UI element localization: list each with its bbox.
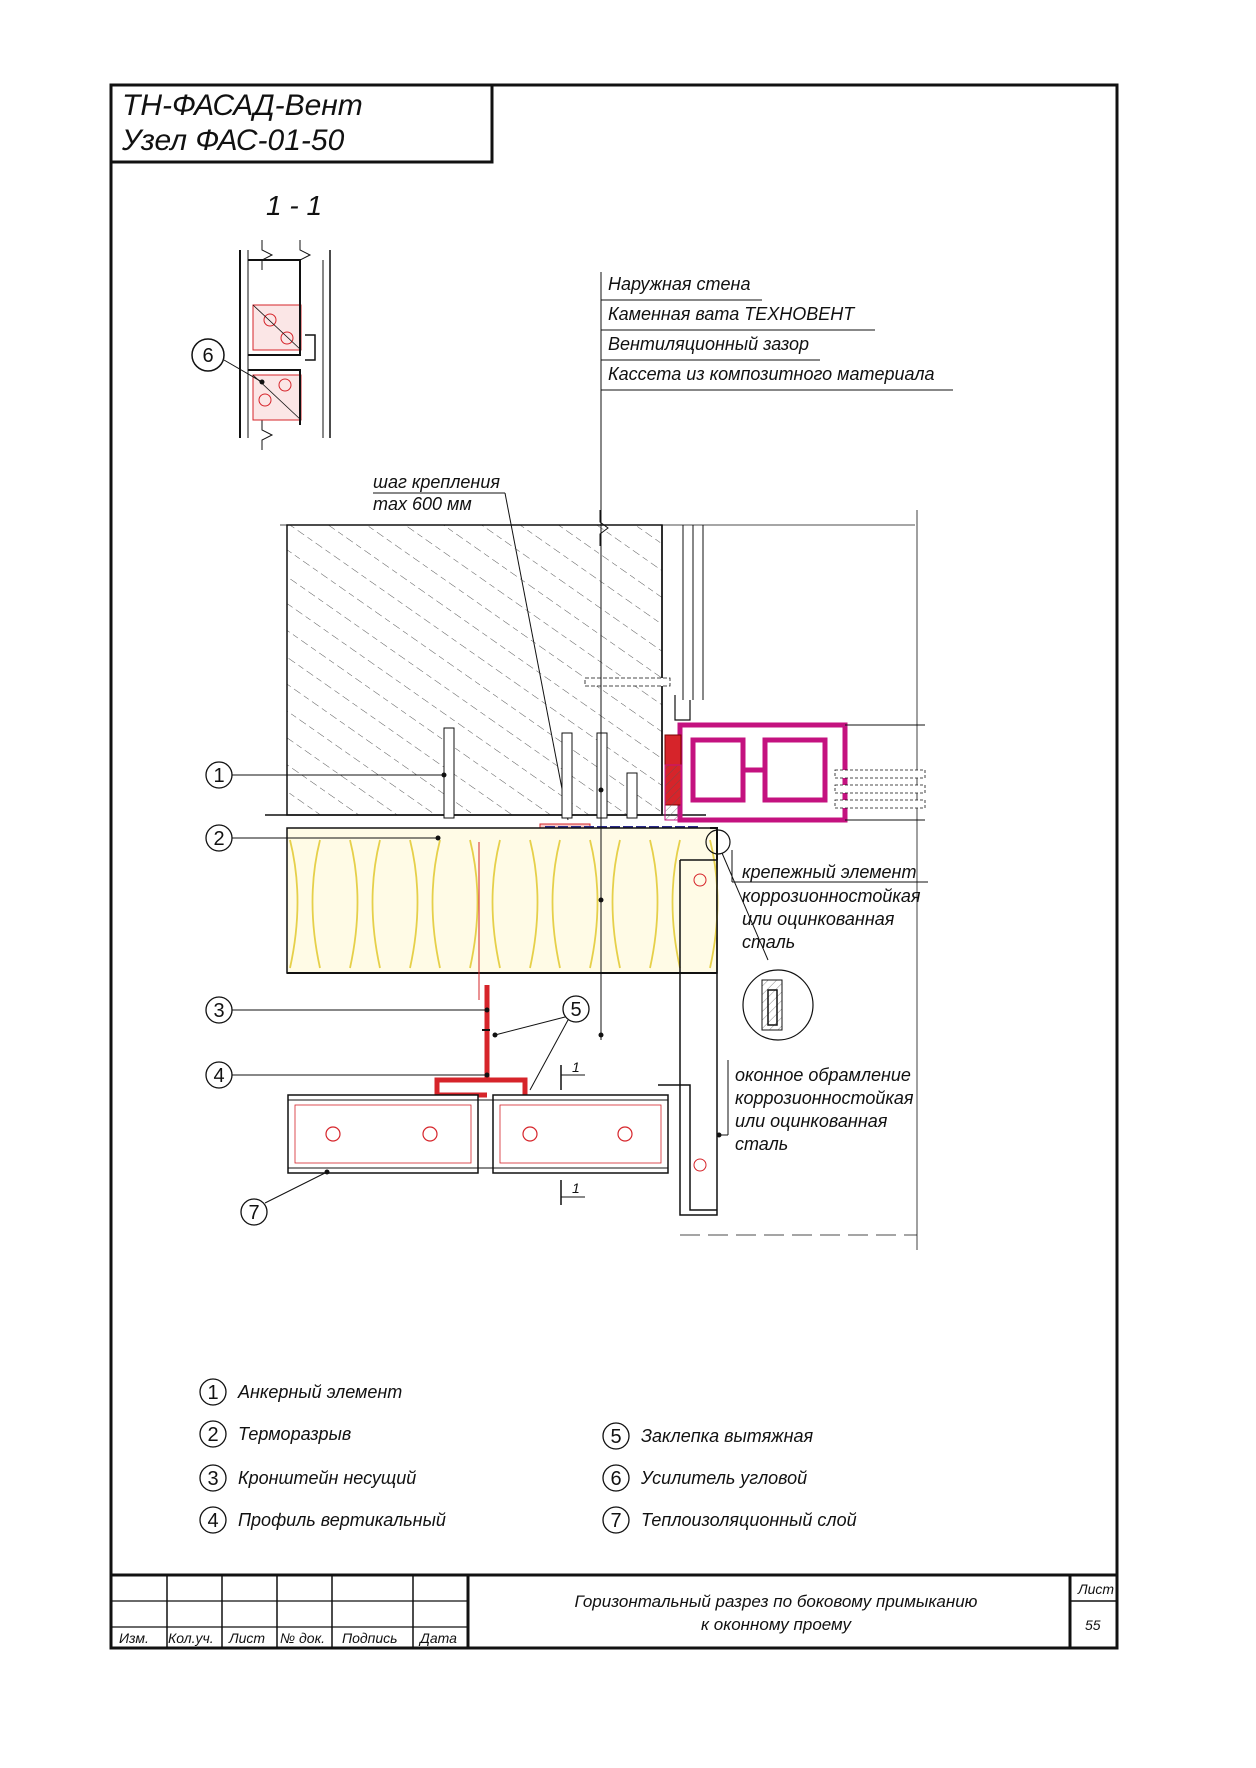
tb-sheet-number: 55	[1085, 1617, 1101, 1633]
tb-col-list: Лист	[228, 1630, 265, 1646]
fastener-detail	[742, 969, 814, 1041]
tb-col-doc: № док.	[280, 1630, 325, 1646]
title-block: Изм. Кол.уч. Лист № док. Подпись Дата Го…	[111, 1573, 1117, 1648]
frame-line4: сталь	[735, 1134, 788, 1154]
svg-text:Кронштейн несущий: Кронштейн несущий	[238, 1468, 416, 1488]
svg-text:6: 6	[610, 1468, 621, 1490]
glazing	[834, 724, 926, 821]
legend-item: 5 Заклепка вытяжная	[602, 1422, 813, 1450]
frame-line3: или оцинкованная	[735, 1111, 888, 1131]
svg-text:2: 2	[207, 1424, 218, 1446]
legend: 1 Анкерный элемент 2 Терморазрыв 3 Кронш…	[199, 1378, 857, 1534]
fastener-annotation: крепежный элемент коррозионностойкая или…	[731, 850, 928, 952]
callout-7-number: 7	[248, 1202, 259, 1224]
cut-mark-top: 1	[572, 1059, 580, 1075]
svg-text:Профиль вертикальный: Профиль вертикальный	[238, 1510, 446, 1530]
section-label: 1 - 1	[266, 190, 322, 221]
fastener-line4: сталь	[742, 932, 795, 952]
legend-item: 6 Усилитель угловой	[602, 1464, 807, 1492]
main-section: 1 1	[265, 510, 926, 1250]
layer-1: Наружная стена	[608, 274, 750, 294]
layer-3: Вентиляционный зазор	[608, 334, 809, 354]
legend-item: 3 Кронштейн несущий	[199, 1464, 416, 1492]
cut-mark-bottom: 1	[572, 1180, 580, 1196]
layer-callouts: Наружная стена Каменная вата ТЕХНОВЕНТ В…	[600, 272, 953, 545]
frame-line2: коррозионностойкая	[735, 1088, 914, 1108]
cut-marks: 1 1	[560, 1059, 585, 1205]
tb-col-izm: Изм.	[119, 1630, 149, 1646]
sheet-frame	[109, 83, 1119, 1650]
fastener-line3: или оцинкованная	[742, 909, 895, 929]
step-line2: max 600 мм	[373, 494, 472, 514]
tb-col-kolich: Кол.уч.	[168, 1630, 214, 1646]
window-profile	[677, 722, 848, 823]
svg-text:Заклепка вытяжная: Заклепка вытяжная	[641, 1426, 813, 1446]
insulation-waves	[289, 839, 719, 969]
svg-text:3: 3	[207, 1468, 218, 1490]
svg-text:Анкерный элемент: Анкерный элемент	[237, 1382, 402, 1402]
svg-text:Терморазрыв: Терморазрыв	[238, 1424, 351, 1444]
header-line2: Узел ФАС-01-50	[121, 124, 345, 157]
callout-4: 4	[205, 1061, 490, 1089]
callout-3-number: 3	[213, 1000, 224, 1022]
step-line1: шаг крепления	[373, 472, 500, 492]
callout-6-number: 6	[202, 345, 213, 367]
legend-item: 1 Анкерный элемент	[199, 1378, 402, 1406]
callout-2: 2	[205, 824, 441, 852]
svg-text:7: 7	[610, 1510, 621, 1532]
svg-text:5: 5	[610, 1426, 621, 1448]
fastener-line2: коррозионностойкая	[742, 886, 921, 906]
legend-item: 2 Терморазрыв	[199, 1420, 351, 1448]
tb-sheet-label: Лист	[1077, 1581, 1114, 1597]
frame-annotation: оконное обрамление коррозионностойкая ил…	[716, 1060, 914, 1154]
callout-3: 3	[205, 996, 490, 1024]
callout-6-circle	[191, 338, 225, 372]
tb-description-2: к оконному проему	[701, 1615, 853, 1634]
callout-1-number: 1	[213, 765, 224, 787]
header-line1: ТН-ФАСАД-Вент	[122, 89, 363, 122]
header-block: ТН-ФАСАД-Вент Узел ФАС-01-50	[111, 83, 494, 164]
insulation-layer	[286, 827, 718, 974]
svg-text:Усилитель угловой: Усилитель угловой	[640, 1468, 807, 1488]
callout-4-number: 4	[213, 1065, 224, 1087]
tb-description-1: Горизонтальный разрез по боковому примык…	[575, 1592, 978, 1611]
section-detail: 1 - 1 6	[191, 190, 331, 450]
callout-2-number: 2	[213, 828, 224, 850]
svg-text:Теплоизоляционный слой: Теплоизоляционный слой	[641, 1510, 857, 1530]
callout-1: 1	[205, 761, 447, 789]
callout-5: 5	[492, 995, 590, 1091]
callout-7: 7	[240, 1169, 330, 1226]
tb-col-sign: Подпись	[342, 1630, 398, 1646]
layer-2: Каменная вата ТЕХНОВЕНТ	[608, 304, 856, 324]
svg-text:4: 4	[207, 1510, 218, 1532]
legend-item: 4 Профиль вертикальный	[199, 1506, 446, 1534]
frame-line1: оконное обрамление	[735, 1065, 911, 1085]
legend-item: 7 Теплоизоляционный слой	[602, 1506, 857, 1534]
fastener-line1: крепежный элемент	[742, 862, 916, 882]
tb-col-date: Дата	[418, 1630, 457, 1646]
cassettes	[287, 1094, 669, 1174]
layer-4: Кассета из композитного материала	[608, 364, 935, 384]
svg-text:1: 1	[207, 1382, 218, 1404]
callout-5-number: 5	[570, 999, 581, 1021]
